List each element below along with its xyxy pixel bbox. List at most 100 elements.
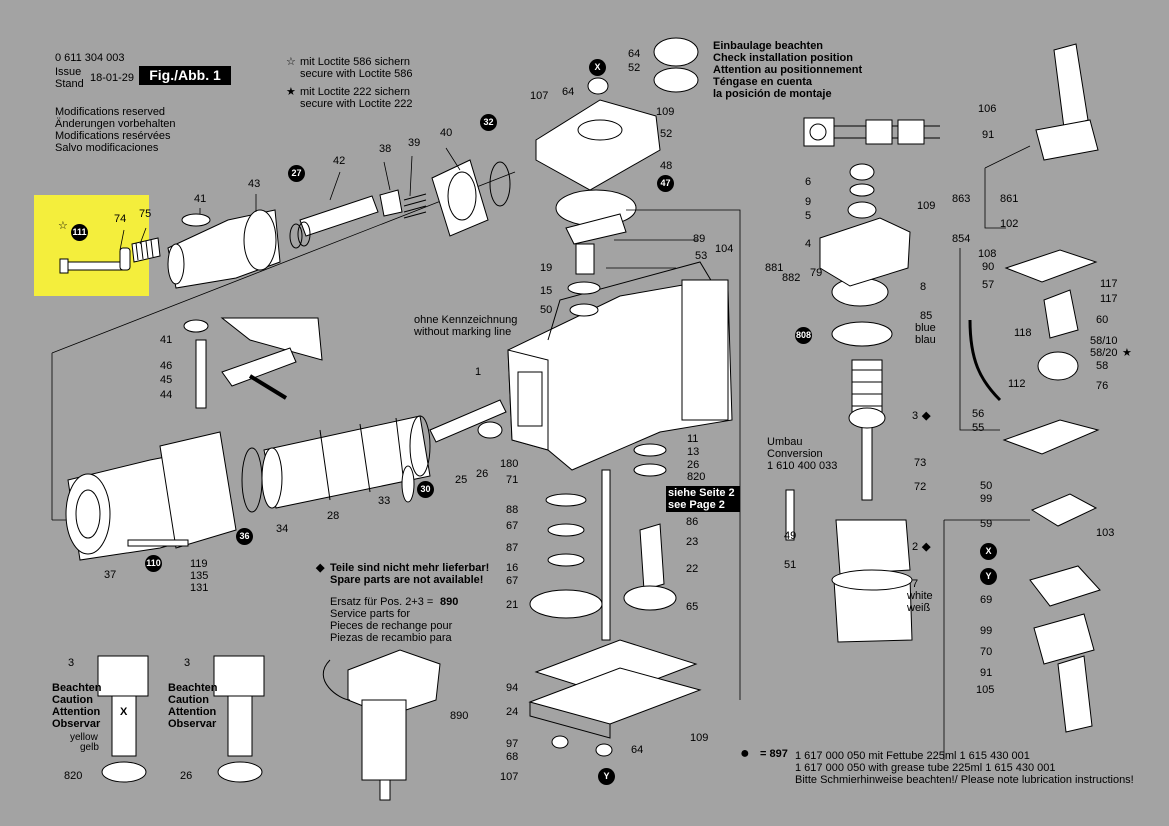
label-22: 22 (686, 563, 699, 575)
caution-line: Caution (168, 694, 209, 706)
label-40: 40 (440, 127, 453, 139)
label-180: 180 (500, 458, 519, 470)
label-3-diamond: 3 (912, 410, 919, 422)
callout-110[interactable]: 110 (145, 555, 162, 572)
service-parts-890 (322, 649, 441, 801)
label-39: 39 (408, 137, 421, 149)
service-parts-line: Pieces de rechange pour (330, 620, 453, 632)
install-note-line: Téngase en cuenta (713, 76, 813, 88)
star-outline-icon: ☆ (286, 56, 296, 68)
caution-x-mark: X (120, 706, 128, 718)
label-890: 890 (450, 710, 469, 722)
install-note-line: Check installation position (713, 52, 853, 64)
label-863: 863 (952, 193, 971, 205)
label-131: 131 (190, 582, 209, 594)
lever-assembly (195, 317, 323, 409)
label-26: 26 (687, 459, 700, 471)
label-26: 26 (180, 770, 193, 782)
label-51: 51 (784, 559, 797, 571)
label-90: 90 (982, 261, 995, 273)
bottom-cover-24 (528, 639, 702, 757)
label-71: 71 (506, 474, 519, 486)
label-58-10: 58/10 (1090, 335, 1118, 347)
label-42: 42 (333, 155, 346, 167)
label-2-diamond: 2 (912, 541, 919, 553)
handle-assembly (968, 43, 1101, 733)
callout-32[interactable]: 32 (480, 114, 497, 131)
label-65: 65 (686, 601, 699, 613)
callout-y[interactable]: Y (598, 768, 615, 785)
caution-line: Beachten (168, 682, 218, 694)
label-26: 26 (476, 468, 489, 480)
grease-line: Bitte Schmierhinweise beachten!/ Please … (795, 774, 1134, 786)
caution-detail-right (213, 655, 265, 783)
callout-27[interactable]: 27 (288, 165, 305, 182)
label-16: 16 (506, 562, 519, 574)
caution-line: Beachten (52, 682, 102, 694)
label-3: 3 (184, 657, 191, 669)
conversion-line: Umbau (767, 436, 803, 448)
label-4: 4 (805, 238, 812, 250)
callout-y[interactable]: Y (980, 568, 997, 585)
label-85: 85 (920, 310, 933, 322)
callout-30[interactable]: 30 (417, 481, 434, 498)
label-89: 89 (693, 233, 706, 245)
label-21: 21 (506, 599, 519, 611)
callout-x[interactable]: X (589, 59, 606, 76)
grease-ref: = 897 (760, 748, 788, 760)
spare-note-line: Spare parts are not available! (330, 574, 484, 586)
callout-111[interactable]: 111 (71, 224, 88, 241)
caution-line: Attention (168, 706, 217, 718)
label-74: 74 (114, 213, 127, 225)
flange-40 (431, 159, 511, 237)
label-43: 43 (248, 178, 261, 190)
label-107: 107 (500, 771, 519, 783)
label-119: 119 (190, 558, 208, 570)
label-24: 24 (506, 706, 519, 718)
label-38: 38 (379, 143, 392, 155)
install-note-line: Einbaulage beachten (713, 40, 824, 52)
highlighted-parts-group[interactable] (34, 195, 149, 296)
label-73: 73 (914, 457, 927, 469)
tool-holder-43 (167, 209, 281, 333)
label-56: 56 (972, 408, 985, 420)
callout-47[interactable]: 47 (657, 175, 674, 192)
label-103: 103 (1096, 527, 1115, 539)
label-53: 53 (695, 250, 708, 262)
service-parts-line: Ersatz für Pos. 2+3 = (330, 596, 434, 608)
label-99: 99 (980, 493, 993, 505)
label-79: 79 (810, 267, 823, 279)
label-11: 11 (687, 433, 699, 445)
callout-808[interactable]: 808 (795, 327, 812, 344)
callout-36[interactable]: 36 (236, 528, 253, 545)
label-76: 76 (1096, 380, 1109, 392)
label-41: 41 (194, 193, 207, 205)
label-33: 33 (378, 495, 391, 507)
label-58-20: 58/20 (1090, 347, 1118, 359)
install-note-line: Attention au positionnement (713, 64, 863, 76)
modifications-line: Änderungen vorbehalten (55, 118, 176, 130)
conversion-line: 1 610 400 033 (767, 460, 838, 472)
install-note-line: la posición de montaje (713, 88, 832, 100)
label-64: 64 (631, 744, 644, 756)
star-filled-icon: ★ (1122, 347, 1132, 359)
caution-line: Observar (168, 718, 217, 730)
crankshaft-stack (565, 213, 627, 317)
issue-date: 18-01-29 (90, 72, 135, 84)
grease-line: 1 617 000 050 mit Fettube 225ml 1 615 43… (795, 750, 1030, 762)
bolt-111[interactable] (59, 237, 161, 274)
label-5: 5 (805, 210, 812, 222)
label-28: 28 (327, 510, 340, 522)
blue-label: blue (915, 322, 936, 334)
grease-bullet-icon: ● (740, 745, 750, 762)
see-page-2-box[interactable]: siehe Seite 2 see Page 2 (666, 486, 740, 512)
label-64: 64 (562, 86, 575, 98)
motor-housing-7 (785, 489, 913, 643)
label-67: 67 (506, 520, 519, 532)
label-108: 108 (978, 248, 997, 260)
callout-x[interactable]: X (980, 543, 997, 560)
label-25: 25 (455, 474, 468, 486)
part-number: 0 611 304 003 (55, 52, 125, 64)
label-881: 881 (765, 262, 784, 274)
